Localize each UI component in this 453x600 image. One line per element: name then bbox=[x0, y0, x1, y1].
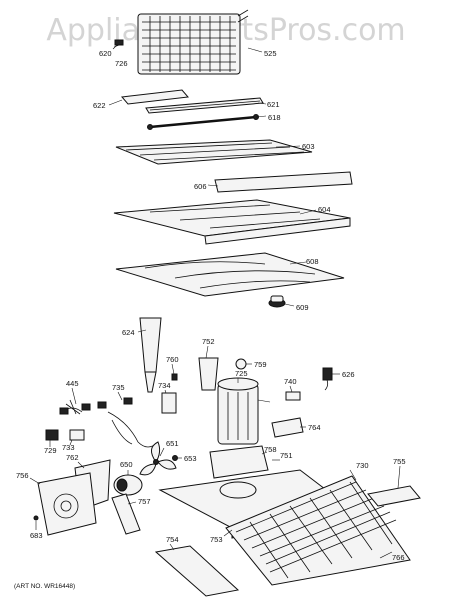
evaporator-coil[interactable] bbox=[137, 9, 249, 75]
motor-mount[interactable] bbox=[209, 445, 269, 479]
part-label-525[interactable]: 525 bbox=[264, 49, 277, 58]
part-label-764[interactable]: 764 bbox=[308, 423, 321, 432]
part-label-733[interactable]: 733 bbox=[62, 443, 75, 452]
defrost-timer[interactable] bbox=[161, 392, 177, 414]
part-label-752[interactable]: 752 bbox=[202, 337, 215, 346]
air-duct[interactable] bbox=[139, 317, 162, 393]
part-label-766[interactable]: 766 bbox=[392, 553, 405, 562]
part-label-609[interactable]: 609 bbox=[296, 303, 309, 312]
part-label-754[interactable]: 754 bbox=[166, 535, 179, 544]
part-label-622[interactable]: 622 bbox=[93, 101, 106, 110]
part-label-618[interactable]: 618 bbox=[268, 113, 281, 122]
part-label-626[interactable]: 626 bbox=[342, 370, 355, 379]
part-label-734[interactable]: 734 bbox=[158, 381, 171, 390]
part-label-757[interactable]: 757 bbox=[138, 497, 151, 506]
evaporator-cover[interactable] bbox=[121, 89, 189, 105]
part-labels: 525 620 726 622 621 618 603 606 604 608 … bbox=[16, 49, 406, 562]
part-label-608[interactable]: 608 bbox=[306, 257, 319, 266]
condenser-coil[interactable] bbox=[225, 475, 411, 586]
housing-screw[interactable] bbox=[33, 515, 39, 521]
wire-harness[interactable] bbox=[59, 399, 107, 415]
fan-housing[interactable] bbox=[37, 472, 97, 536]
part-label-753[interactable]: 753 bbox=[210, 535, 223, 544]
part-label-759[interactable]: 759 bbox=[254, 360, 267, 369]
part-label-751[interactable]: 751 bbox=[280, 451, 293, 460]
part-label-624[interactable]: 624 bbox=[122, 328, 135, 337]
freezer-floor-panel[interactable] bbox=[113, 199, 351, 245]
condenser-fan-blade[interactable] bbox=[139, 441, 177, 476]
mounting-plate[interactable] bbox=[271, 417, 304, 438]
part-label-740[interactable]: 740 bbox=[284, 377, 297, 386]
part-label-603[interactable]: 603 bbox=[302, 142, 315, 151]
part-label-729[interactable]: 729 bbox=[44, 446, 57, 455]
machine-compartment-cover[interactable] bbox=[154, 545, 240, 597]
part-label-758[interactable]: 758 bbox=[264, 445, 277, 454]
drain-pan[interactable] bbox=[115, 252, 345, 297]
fan-nut[interactable] bbox=[172, 455, 178, 461]
control-harness[interactable] bbox=[107, 397, 159, 448]
condenser-fan-motor[interactable] bbox=[113, 474, 143, 496]
part-label-653[interactable]: 653 bbox=[184, 454, 197, 463]
defrost-thermostat[interactable] bbox=[322, 367, 333, 391]
fan-clip[interactable] bbox=[235, 358, 247, 370]
leader-lines bbox=[29, 44, 401, 559]
part-label-651[interactable]: 651 bbox=[166, 439, 179, 448]
part-label-445[interactable]: 445 bbox=[66, 379, 79, 388]
part-label-604[interactable]: 604 bbox=[318, 205, 331, 214]
part-label-760[interactable]: 760 bbox=[166, 355, 179, 364]
access-panel[interactable] bbox=[367, 485, 421, 507]
evaporator-shelf[interactable] bbox=[115, 139, 313, 165]
part-label-621[interactable]: 621 bbox=[267, 100, 280, 109]
overload-protector[interactable] bbox=[45, 429, 59, 441]
part-label-735[interactable]: 735 bbox=[112, 383, 125, 392]
part-label-762[interactable]: 762 bbox=[66, 453, 79, 462]
drain-trough[interactable] bbox=[145, 97, 264, 114]
part-label-725[interactable]: 725 bbox=[235, 369, 248, 378]
air-baffle[interactable] bbox=[111, 493, 141, 535]
part-label-620[interactable]: 620 bbox=[99, 49, 112, 58]
evaporator-fan-motor[interactable] bbox=[217, 377, 271, 445]
art-number: (ART NO. WR16448) bbox=[14, 583, 75, 590]
wire-connector[interactable] bbox=[285, 391, 301, 401]
defrost-heater[interactable] bbox=[147, 114, 259, 130]
part-label-756[interactable]: 756 bbox=[16, 471, 29, 480]
part-label-683[interactable]: 683 bbox=[30, 531, 43, 540]
shelf-rail[interactable] bbox=[214, 171, 353, 193]
part-label-755[interactable]: 755 bbox=[393, 457, 406, 466]
motor-bracket[interactable] bbox=[198, 357, 219, 391]
drain-grommet[interactable] bbox=[268, 295, 286, 308]
part-label-650[interactable]: 650 bbox=[120, 460, 133, 469]
bracket-screw[interactable] bbox=[171, 373, 178, 381]
start-relay[interactable] bbox=[69, 429, 85, 441]
part-label-606[interactable]: 606 bbox=[194, 182, 207, 191]
part-label-730[interactable]: 730 bbox=[356, 461, 369, 470]
part-label-726[interactable]: 726 bbox=[115, 59, 128, 68]
